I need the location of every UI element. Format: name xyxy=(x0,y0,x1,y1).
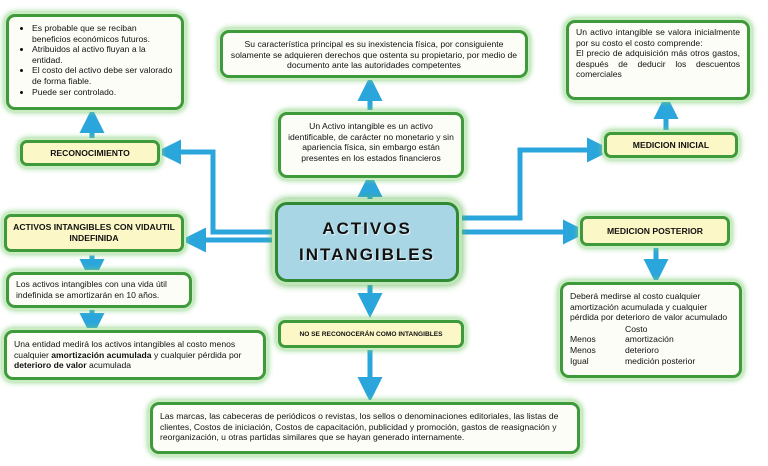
criteria-item: Puede ser controlado. xyxy=(32,87,174,98)
reconocimiento-label: RECONOCIMIENTO xyxy=(20,140,160,166)
table-cell-op: Igual xyxy=(570,355,589,366)
arrow-to-medicion-inicial xyxy=(456,137,612,221)
reconocimiento-criteria-list: Es probable que se reciban beneficios ec… xyxy=(16,23,174,97)
entidad-bold-amortizacion: amortización acumulada xyxy=(51,349,152,360)
entidad-text-mid: y cualquier pérdida por xyxy=(151,349,242,360)
no-reconoceran-label: NO SE RECONOCERÁN COMO INTANGIBLES xyxy=(278,320,464,348)
table-cell-term: deterioro xyxy=(625,344,659,355)
table-cell-op: Menos xyxy=(570,344,596,355)
definicion-box: Un Activo intangible es un activo identi… xyxy=(278,112,464,178)
central-topic-line2: INTANGIBLES xyxy=(299,245,435,264)
central-topic-node: ACTIVOS INTANGIBLES xyxy=(275,202,459,282)
medicion-posterior-label: MEDICION POSTERIOR xyxy=(580,216,730,246)
reconocimiento-criteria-box: Es probable que se reciban beneficios ec… xyxy=(6,14,184,110)
table-row: Igual medición posterior xyxy=(570,356,732,367)
table-row: Costo xyxy=(570,324,732,335)
medicion-inicial-text-box: Un activo intangible se valora inicialme… xyxy=(566,20,750,100)
medicion-posterior-text-box: Deberá medirse al costo cualquier amorti… xyxy=(560,282,742,378)
table-cell-term: Costo xyxy=(625,323,648,334)
table-cell-term: amortización xyxy=(625,334,674,345)
table-cell-op: Menos xyxy=(570,334,596,345)
entidad-text-pre: Una entidad medirá los activos intangibl… xyxy=(14,339,236,360)
table-row: Menos deterioro xyxy=(570,345,732,356)
central-topic-line1: ACTIVOS xyxy=(322,219,412,238)
entidad-bold-deterioro: deterioro de valor xyxy=(14,360,87,371)
no-reconoceran-items-box: Las marcas, las cabeceras de periódicos … xyxy=(150,402,580,454)
criteria-item: El costo del activo debe ser valorado de… xyxy=(32,65,174,86)
medicion-entidad-box: Una entidad medirá los activos intangibl… xyxy=(4,330,266,380)
table-cell-term: medición posterior xyxy=(625,355,696,366)
criteria-item: Es probable que se reciban beneficios ec… xyxy=(32,23,174,44)
criteria-item: Atribuidos al activo fluyan a la entidad… xyxy=(32,44,174,65)
medicion-inicial-label: MEDICION INICIAL xyxy=(604,132,738,158)
table-row: Menos amortización xyxy=(570,334,732,345)
entidad-text-post: acumulada xyxy=(86,360,132,371)
medicion-posterior-intro: Deberá medirse al costo cualquier amorti… xyxy=(570,291,728,323)
table-cell-op xyxy=(570,324,625,335)
vida-indefinida-label: ACTIVOS INTANGIBLES CON VIDAUTIL INDEFIN… xyxy=(4,214,184,252)
vida-util-box: Los activos intangibles con una vida úti… xyxy=(6,272,192,308)
arrow-to-reconocimiento xyxy=(156,139,278,235)
medicion-posterior-table: Costo Menos amortización Menos deterioro… xyxy=(570,324,732,366)
caracteristica-box: Su característica principal es su inexis… xyxy=(220,30,528,78)
